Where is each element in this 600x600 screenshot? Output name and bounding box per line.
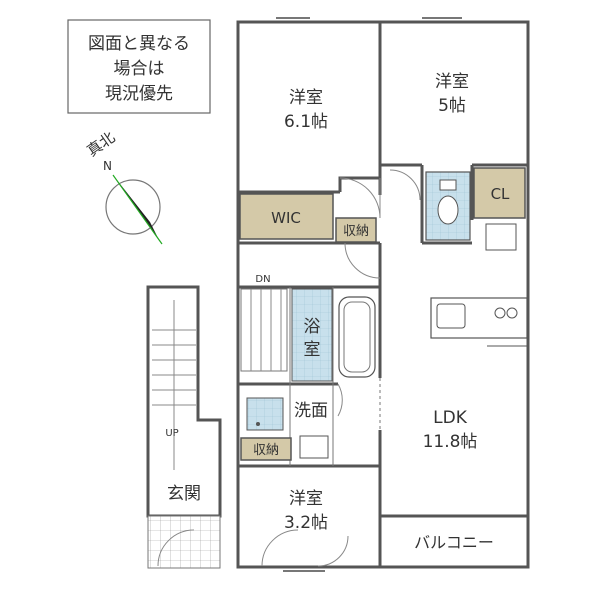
storage-lower-label: 収納 bbox=[253, 443, 279, 458]
room-size: 3.2帖 bbox=[284, 513, 328, 533]
ldk-size: 11.8帖 bbox=[423, 432, 478, 452]
compass-n-letter: N bbox=[103, 159, 112, 173]
stairs-up bbox=[152, 300, 196, 470]
balcony-label: バルコニー bbox=[414, 533, 494, 552]
sink-icon bbox=[436, 303, 466, 329]
notice-line-1: 図面と異なる bbox=[88, 34, 190, 54]
door-swings bbox=[261, 169, 421, 567]
washroom: 洗面 bbox=[246, 397, 329, 459]
storage-upper: 収納 bbox=[335, 217, 377, 243]
storage-upper-label: 収納 bbox=[343, 224, 369, 239]
cl-closet: CL bbox=[473, 167, 526, 219]
kitchen-counter bbox=[430, 297, 528, 347]
wic-label: WIC bbox=[271, 209, 301, 227]
bathtub-icon bbox=[338, 296, 376, 378]
notice-box: 図面と異なる 場合は 現況優先 bbox=[67, 19, 211, 114]
thin-lines bbox=[276, 17, 462, 572]
cl-label: CL bbox=[491, 185, 510, 203]
washroom-label: 洗面 bbox=[294, 401, 328, 421]
storage-lower: 収納 bbox=[240, 437, 292, 461]
stairs-up-label: UP bbox=[165, 428, 178, 439]
room-name: 洋室 bbox=[289, 88, 323, 108]
notice-line-2: 場合は bbox=[114, 59, 165, 79]
compass-true-north-label: 真北 bbox=[83, 128, 118, 160]
room-western-5: 洋室 5帖 bbox=[435, 72, 469, 116]
room-name: 洋室 bbox=[435, 72, 469, 92]
wic-closet: WIC bbox=[239, 193, 334, 240]
room-name: 洋室 bbox=[289, 489, 323, 509]
room-western-6-1: 洋室 6.1帖 bbox=[284, 88, 328, 132]
compass: 真北 N bbox=[83, 128, 163, 245]
bath-label-2: 室 bbox=[304, 340, 321, 360]
toilet-icon bbox=[437, 195, 459, 225]
notice-line-3: 現況優先 bbox=[105, 84, 173, 104]
bathroom: 浴 室 bbox=[291, 288, 376, 382]
entrance-block: UP 玄関 bbox=[146, 285, 222, 569]
entrance-label: 玄関 bbox=[167, 484, 201, 504]
balcony: バルコニー bbox=[414, 533, 494, 552]
stairs-down: DN bbox=[240, 274, 288, 372]
room-size: 6.1帖 bbox=[284, 112, 328, 132]
toilet-room bbox=[425, 171, 471, 241]
stove-burner-icon bbox=[494, 307, 506, 319]
compass-circle bbox=[105, 179, 161, 235]
washbasin-icon bbox=[299, 435, 329, 459]
bath-label-1: 浴 bbox=[304, 317, 321, 337]
room-ldk: LDK 11.8帖 bbox=[423, 408, 478, 452]
room-size: 5帖 bbox=[438, 96, 466, 116]
fridge-space bbox=[485, 223, 517, 251]
stairs-dn-label: DN bbox=[255, 274, 270, 285]
ldk-name: LDK bbox=[433, 408, 468, 428]
room-western-3-2: 洋室 3.2帖 bbox=[284, 489, 328, 533]
